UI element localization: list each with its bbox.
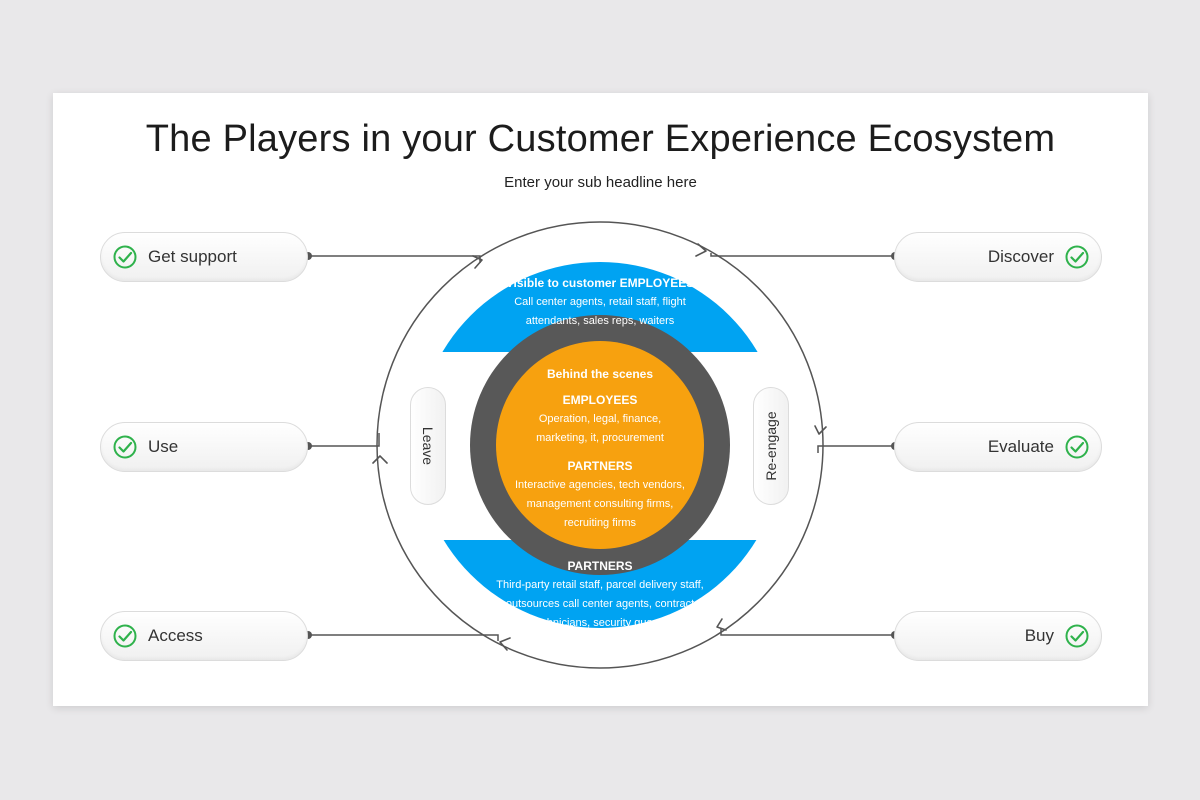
connector-get-support bbox=[308, 255, 481, 263]
arrowhead-icon bbox=[814, 425, 827, 435]
stage-label: Access bbox=[148, 626, 203, 645]
leave-pill: Leave bbox=[410, 387, 446, 505]
bottom-segment-line: technicians, security guards bbox=[532, 617, 668, 629]
top-segment-line: attendants, sales reps, waiters bbox=[525, 315, 675, 327]
check-circle-icon bbox=[1065, 624, 1089, 648]
reengage-label: Re-engage bbox=[763, 411, 779, 481]
stage-label: Discover bbox=[987, 247, 1054, 266]
check-circle-icon bbox=[113, 624, 137, 648]
ecosystem-diagram bbox=[304, 221, 899, 669]
connector-access bbox=[308, 634, 499, 641]
stage-label: Evaluate bbox=[987, 437, 1054, 456]
behind-scenes-circle bbox=[496, 341, 704, 549]
outer-cycle-ring bbox=[376, 221, 824, 669]
center-partners-line: Interactive agencies, tech vendors, bbox=[515, 479, 685, 491]
connector-lines bbox=[308, 253, 895, 641]
top-segment-heading: Visible to customer EMPLOYEES bbox=[505, 276, 695, 290]
bottom-segment-heading: PARTNERS bbox=[567, 559, 633, 573]
page-title: The Players in your Customer Experience … bbox=[145, 118, 1056, 160]
stage-access: Access bbox=[100, 611, 308, 661]
center-partners-line: management consulting firms, bbox=[526, 498, 674, 510]
bottom-segment-line: Third-party retail staff, parcel deliver… bbox=[496, 579, 704, 591]
center-partners-line: recruiting firms bbox=[563, 517, 637, 529]
bottom-segment-text: PARTNERS Third-party retail staff, parce… bbox=[450, 557, 750, 633]
stage-get-support: Get support bbox=[100, 232, 308, 282]
center-employees-heading: EMPLOYEES bbox=[562, 393, 638, 407]
connector-buy bbox=[720, 628, 895, 636]
check-circle-icon bbox=[1065, 245, 1089, 269]
stage-label: Get support bbox=[148, 247, 237, 266]
stage-label: Buy bbox=[1024, 626, 1054, 645]
slide: The Players in your Customer Experience … bbox=[53, 93, 1148, 706]
arrowhead-icon bbox=[695, 243, 707, 257]
center-text: Behind the scenes EMPLOYEES Operation, l… bbox=[500, 365, 700, 533]
bottom-segment-line: outsources call center agents, contract bbox=[505, 598, 695, 610]
check-circle-icon bbox=[113, 245, 137, 269]
stage-label: Use bbox=[148, 437, 179, 456]
stage-discover: Discover bbox=[894, 232, 1102, 282]
connector-use bbox=[308, 433, 380, 447]
leave-label: Leave bbox=[420, 426, 436, 466]
stage-buy: Buy bbox=[894, 611, 1102, 661]
check-circle-icon bbox=[113, 435, 137, 459]
reengage-pill: Re-engage bbox=[753, 387, 789, 505]
page-subtitle: Enter your sub headline here bbox=[504, 174, 697, 191]
check-circle-icon bbox=[1065, 435, 1089, 459]
connector-evaluate bbox=[817, 445, 895, 453]
arrowhead-icon bbox=[716, 618, 727, 631]
connector-discover bbox=[710, 253, 895, 257]
arrowhead-icon bbox=[499, 637, 511, 651]
center-heading: Behind the scenes bbox=[546, 367, 654, 381]
center-employees-line: marketing, it, procurement bbox=[536, 432, 664, 444]
center-partners-heading: PARTNERS bbox=[567, 459, 633, 473]
center-employees-line: Operation, legal, finance, bbox=[538, 413, 662, 425]
arrowhead-icon bbox=[372, 455, 388, 464]
stage-evaluate: Evaluate bbox=[894, 422, 1102, 472]
stage-use: Use bbox=[100, 422, 308, 472]
arrowhead-icon bbox=[472, 255, 483, 269]
top-segment-text: Visible to customer EMPLOYEES Call cente… bbox=[450, 274, 750, 331]
top-segment-line: Call center agents, retail staff, flight bbox=[514, 296, 686, 308]
